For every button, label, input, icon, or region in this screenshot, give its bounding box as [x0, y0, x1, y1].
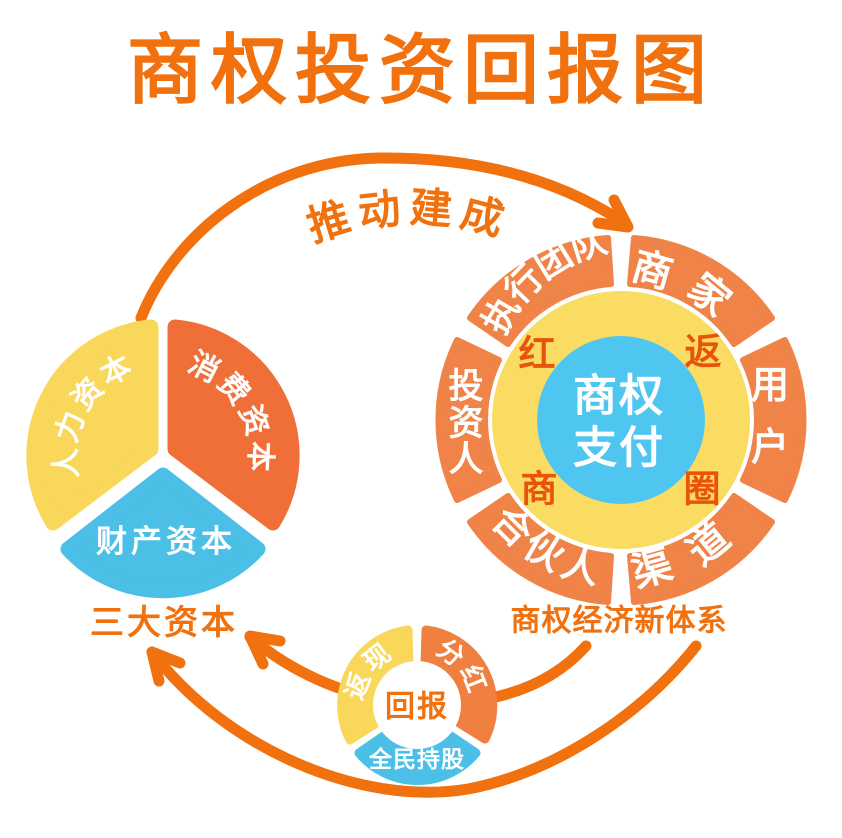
wheel-segment-merchant	[627, 235, 775, 347]
arrow-return-short-head	[244, 630, 286, 670]
wheel-segment-partner	[467, 493, 614, 605]
pie-slice-property-capital	[60, 467, 266, 599]
arrow-build-head	[592, 194, 634, 233]
wheel-segment-user	[740, 337, 807, 503]
investor-char-2: 资	[448, 404, 483, 444]
payment-wheel: 红 返 商 圈 商权 支付 执行团队 商家 渠道 合伙人 用户 投资人 商权经济…	[435, 219, 807, 639]
pie-label-property-capital: 财产资本	[96, 524, 236, 560]
ring-char-shang: 商	[521, 468, 558, 511]
wheel-center-line1: 商权	[573, 371, 665, 422]
wheel-segment-exec-team	[467, 235, 614, 347]
return-center-label: 回报	[385, 690, 449, 725]
wheel-label-user: 用户	[751, 363, 789, 469]
arrow-return-long-head	[146, 646, 186, 687]
user-char-2: 户	[751, 425, 789, 469]
ring-char-fan: 返	[685, 331, 722, 374]
arrow-return-long	[146, 640, 702, 798]
wheel-label-investor: 投资人	[448, 367, 483, 480]
page-title: 商权投资回报图	[127, 26, 715, 115]
pie-slice-human-capital	[26, 319, 159, 531]
caption-three-capitals: 三大资本	[90, 603, 238, 643]
caption-new-economy-system: 商权经济新体系	[511, 604, 728, 639]
return-center-circle	[373, 661, 461, 749]
return-segment-dividend	[419, 625, 498, 744]
arrow-build-shaft	[135, 152, 629, 324]
return-label-public-shareholding: 全民持股	[368, 746, 465, 773]
wheel-segment-investor	[435, 337, 502, 503]
ring-char-quan: 圈	[684, 468, 721, 511]
wheel-segment-channel	[627, 493, 775, 605]
investor-char-1: 投	[448, 367, 483, 407]
ring-char-hong: 红	[519, 333, 556, 376]
wheel-center-circle	[537, 336, 705, 504]
arrow-return-long-shaft	[146, 640, 702, 798]
push-build-label: 推动建成	[301, 182, 518, 251]
investor-char-3: 人	[448, 440, 483, 480]
pie-slice-consumption-capital	[167, 319, 300, 531]
return-segment-cashback	[337, 625, 415, 745]
return-wheel: 回报 返现 分红 全民持股	[337, 625, 498, 785]
user-char-1: 用	[751, 363, 789, 407]
wheel-center-line2: 支付	[573, 423, 665, 474]
capital-pie: 人力资本 消费资本 财产资本 三大资本	[26, 319, 300, 643]
